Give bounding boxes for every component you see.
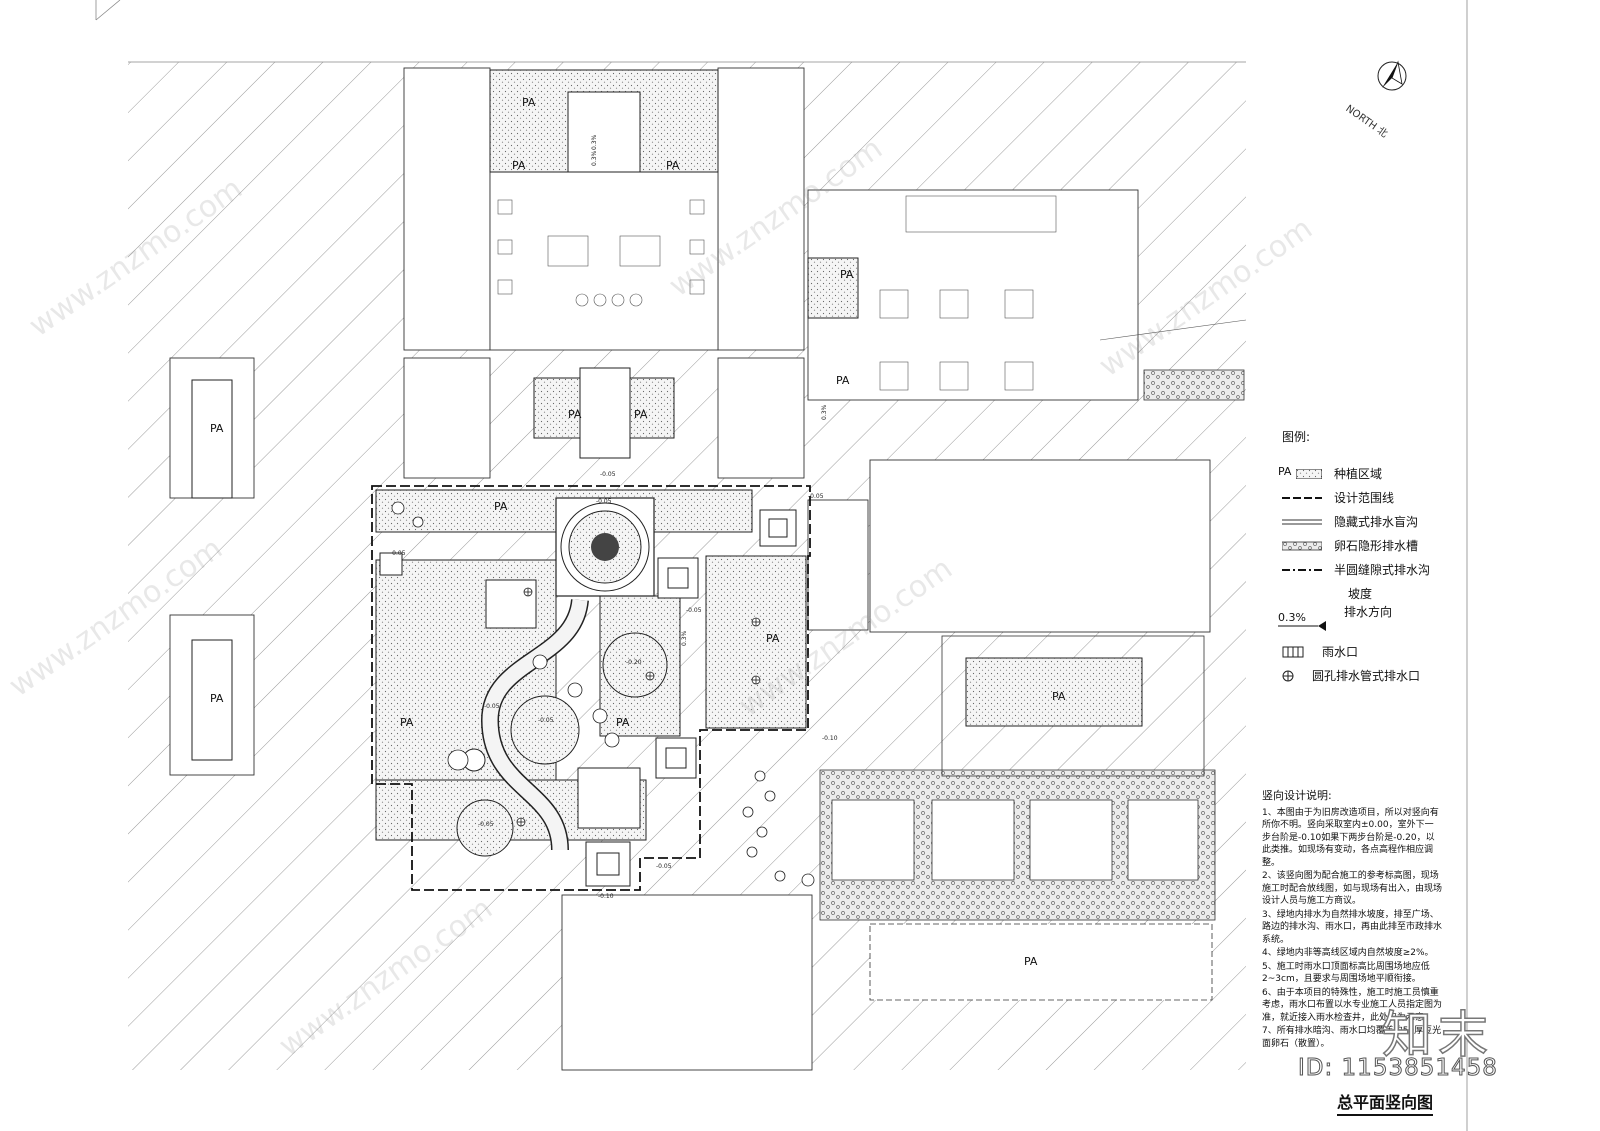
- slope-label: 0.3%: [681, 630, 688, 646]
- legend-item-slope: 坡度: [1282, 585, 1482, 609]
- legend-label: 隐藏式排水盲沟: [1334, 515, 1419, 529]
- dashdot-line-icon: [1282, 569, 1322, 571]
- pa-label: PA: [494, 500, 508, 513]
- design-boundary: [371, 485, 811, 891]
- legend-item-pipe-outlet: 圆孔排水管式排水口: [1282, 667, 1482, 691]
- round-planters: [456, 632, 668, 857]
- note-item: 4、绿地内非等高线区域内自然坡度≥2%。: [1262, 948, 1434, 958]
- pebble-line-icon: [1282, 541, 1322, 551]
- pa-labels: PA PA PA PA PA PA PA PA PA PA PA PA PA P…: [210, 96, 1066, 968]
- shrubs: [391, 501, 815, 887]
- legend-item-pebble-trough: 卵石隐形排水槽: [1282, 537, 1482, 561]
- level-label: -0.20: [626, 659, 642, 666]
- legend-label: 卵石隐形排水槽: [1334, 539, 1419, 553]
- grate-icon: [1282, 646, 1304, 658]
- circle-plus-icon: [1282, 670, 1294, 682]
- legend-label: 圆孔排水管式排水口: [1312, 669, 1421, 683]
- pebble-strips: [819, 369, 1245, 1001]
- notes-title: 竖向设计说明:: [1262, 789, 1332, 802]
- plan-title: 总平面竖向图: [1337, 1089, 1434, 1116]
- slope-label: 0.3%: [821, 404, 828, 420]
- frame-lines: [95, 0, 1468, 1131]
- north-arrow-icon: [1377, 60, 1407, 91]
- level-label: -0.05: [600, 471, 616, 478]
- level-label: -0.05: [808, 493, 824, 500]
- pa-label: PA: [634, 408, 648, 421]
- level-label: -0.05: [538, 717, 554, 724]
- note-item: 1、本图由于为旧房改造项目，所以对竖向有所你不明。竖向采取室内±0.00，室外下…: [1262, 807, 1439, 868]
- level-label: -0.10: [822, 735, 838, 742]
- dotted-area-icon: [1296, 469, 1322, 479]
- furniture-hints: [497, 195, 1247, 391]
- legend-label: 种植区域: [1334, 467, 1383, 481]
- pa-label: PA: [210, 422, 224, 435]
- legend-prefix: 0.3%: [1278, 611, 1306, 624]
- rain-outlets: [516, 587, 761, 827]
- note-item: 7、所有排水暗沟、雨水口均覆盖约50厚豆光面卵石（散置）。: [1262, 1026, 1442, 1049]
- level-labels: -0.05 -0.05 -0.20 -0.05 -0.05 -0.10 -0.1…: [390, 471, 838, 900]
- legend-item-rain-inlet: 雨水口: [1282, 643, 1482, 667]
- pa-label: PA: [616, 716, 630, 729]
- pa-label: PA: [766, 632, 780, 645]
- watermark-id: ID: 1153851458: [1298, 1055, 1498, 1082]
- legend-label: 排水方向: [1344, 605, 1393, 619]
- winding-path-inner: [482, 598, 588, 851]
- level-label: -0.10: [598, 893, 614, 900]
- pa-label: PA: [568, 408, 582, 421]
- legend-item-slot-drain: 半圆缝隙式排水沟: [1282, 561, 1482, 585]
- legend-label: 坡度: [1348, 587, 1373, 601]
- design-notes: 竖向设计说明: 1、本图由于为旧房改造项目，所以对竖向有所你不明。竖向采取室内±…: [1262, 789, 1443, 1051]
- dash-line-icon: [1282, 497, 1322, 499]
- legend-label: 设计范围线: [1334, 491, 1395, 505]
- slope-arrow-icon: [1278, 621, 1326, 631]
- pa-label: PA: [512, 159, 526, 172]
- note-item: 3、绿地内排水为自然排水坡度，排至广场、路边的排水沟、雨水口，再由此排至市政排水…: [1262, 909, 1443, 945]
- pa-label: PA: [210, 692, 224, 705]
- pa-label: PA: [1024, 955, 1038, 968]
- legend-label: 半圆缝隙式排水沟: [1334, 563, 1431, 577]
- level-label: -0.05: [686, 607, 702, 614]
- legend: 图例: PA 种植区域 设计范围线 隐藏式排水盲沟 卵石隐形排水槽 半圆缝隙式排…: [1278, 428, 1482, 691]
- slope-labels: 0.3% 0.3% 0.3% 0.3%: [591, 134, 828, 646]
- level-label: -0.05: [390, 550, 406, 557]
- building-blocks: [169, 67, 1211, 1071]
- level-label: -0.05: [478, 821, 494, 828]
- legend-label: 雨水口: [1322, 645, 1359, 659]
- watermark-brand: 知末: [1381, 1005, 1494, 1065]
- level-label: -0.05: [596, 498, 612, 505]
- double-line-icon: [1282, 519, 1322, 525]
- note-item: 6、由于本项目的特殊性，施工时施工员慎重考虑，雨水口布置以水专业施工人员指定图为…: [1262, 987, 1443, 1023]
- legend-item-planting: PA 种植区域: [1278, 465, 1482, 489]
- legend-item-direction: 0.3% 排水方向: [1278, 605, 1482, 643]
- slope-label: 0.3%: [591, 150, 598, 166]
- pavilions: [379, 509, 797, 887]
- slope-label: 0.3%: [591, 134, 598, 150]
- legend-item-boundary: 设计范围线: [1282, 489, 1482, 513]
- note-item: 5、施工时雨水口顶面标高比周围场地应低2~3cm，且要求与周围场地平顺衔接。: [1262, 961, 1430, 985]
- pa-label: PA: [666, 159, 680, 172]
- note-item: 2、该竖向图为配合施工的参考标高图，现场施工时配合放线图，如与现场有出入，由现场…: [1262, 871, 1443, 906]
- pa-label: PA: [840, 268, 854, 281]
- pa-label: PA: [1052, 690, 1066, 703]
- legend-title: 图例:: [1282, 430, 1311, 444]
- legend-item-blind-ditch: 隐藏式排水盲沟: [1282, 513, 1482, 537]
- fountain: [555, 497, 655, 597]
- level-label: -0.05: [484, 703, 500, 710]
- level-label: -0.05: [656, 863, 672, 870]
- pa-label: PA: [836, 374, 850, 387]
- pa-label: PA: [522, 96, 536, 109]
- pa-label: PA: [400, 716, 414, 729]
- legend-prefix: PA: [1278, 465, 1292, 478]
